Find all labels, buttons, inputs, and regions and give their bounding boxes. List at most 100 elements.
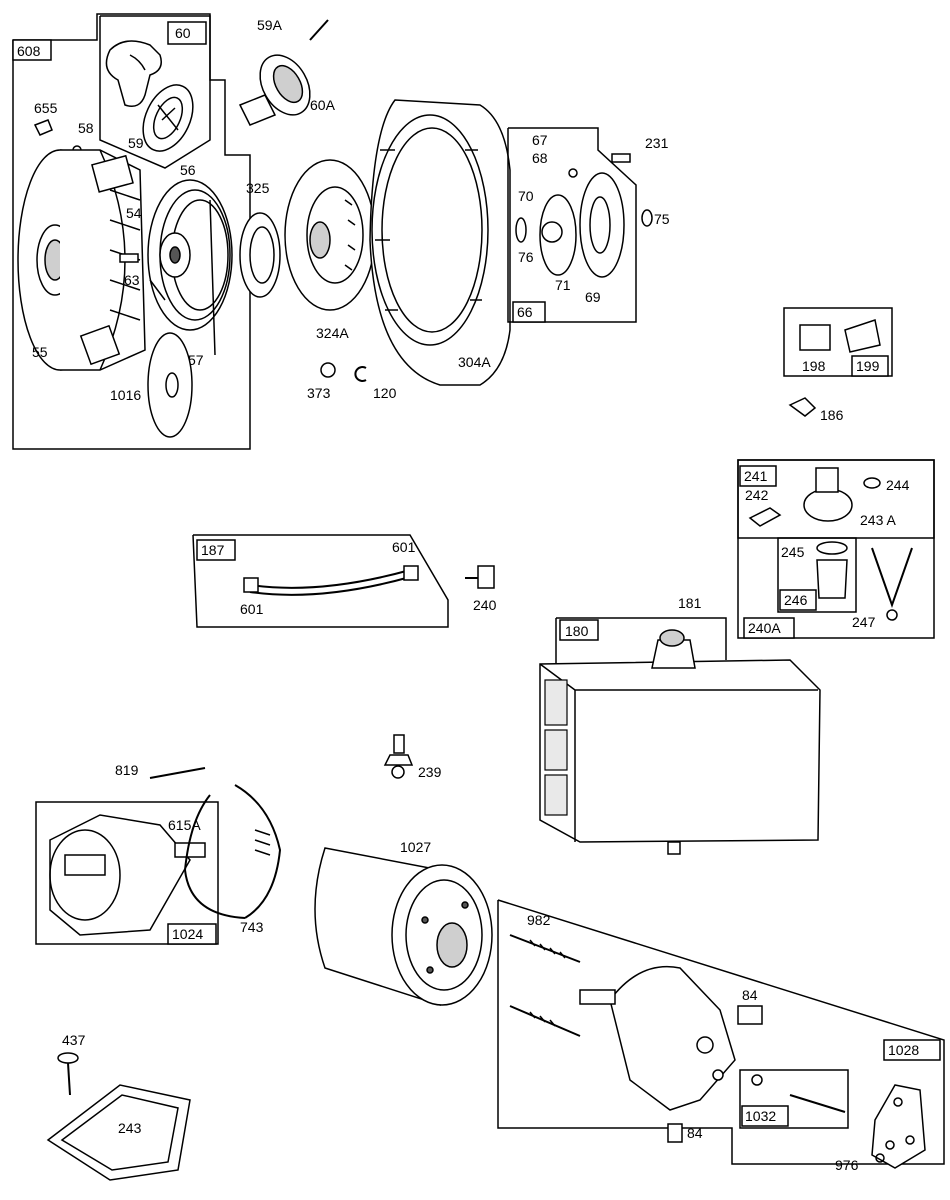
- label-76: 76: [518, 249, 534, 265]
- label-245: 245: [781, 544, 805, 560]
- label-243a: 243 A: [860, 512, 896, 528]
- label-239: 239: [418, 764, 442, 780]
- part-1024: [49, 814, 206, 936]
- label-241: 241: [744, 468, 768, 484]
- part-1032-spring: [789, 1094, 846, 1113]
- label-75: 75: [654, 211, 670, 227]
- part-240: [465, 565, 495, 589]
- adapter-housing-part: [579, 965, 736, 1111]
- gasket-976-part: [871, 1084, 926, 1169]
- fuel-tank-part: [539, 659, 821, 855]
- assembly-1028: 982 84 84 1028 1032: [497, 899, 945, 1173]
- label-244: 244: [886, 477, 910, 493]
- label-743: 743: [240, 919, 264, 935]
- label-242: 242: [745, 487, 769, 503]
- bolt-982-a-part: [509, 934, 581, 963]
- part-437: [57, 1052, 79, 1096]
- label-1032: 1032: [745, 1108, 776, 1124]
- label-199: 199: [856, 358, 880, 374]
- clamp-601-a-part: [243, 577, 259, 593]
- starter-handle-part: [105, 40, 162, 107]
- assembly-608: 608 60 59 655 58 55: [12, 13, 251, 450]
- part-245: [816, 541, 848, 599]
- part-1032-ball: [751, 1074, 763, 1086]
- label-59a: 59A: [257, 17, 283, 33]
- starter-housing-part: [17, 149, 146, 371]
- label-655: 655: [34, 100, 58, 116]
- label-819: 819: [115, 762, 139, 778]
- label-60: 60: [175, 25, 191, 41]
- assembly-240a: 241 242 243 A 244 245 246 240A 247: [737, 459, 935, 639]
- washer-1016-part: [147, 332, 193, 438]
- label-1028: 1028: [888, 1042, 919, 1058]
- assembly-66: 66 67 68 70 76 71 69: [507, 127, 637, 323]
- part-247: [871, 547, 913, 609]
- handle-60a-part: [238, 54, 311, 126]
- label-324a: 324A: [316, 325, 349, 341]
- label-186: 186: [820, 407, 844, 423]
- label-240: 240: [473, 597, 497, 613]
- label-1024: 1024: [172, 926, 203, 942]
- label-1027: 1027: [400, 839, 431, 855]
- label-187: 187: [201, 542, 225, 558]
- pin-59a-part: [309, 19, 329, 41]
- label-63: 63: [124, 272, 140, 288]
- label-69: 69: [585, 289, 601, 305]
- blower-housing-304a-part: [369, 99, 511, 386]
- label-67: 67: [532, 132, 548, 148]
- label-70: 70: [518, 188, 534, 204]
- label-304a: 304A: [458, 354, 491, 370]
- label-66: 66: [517, 304, 533, 320]
- part-69: [579, 172, 625, 278]
- part-186: [788, 397, 817, 417]
- part-242: [748, 507, 782, 527]
- label-56: 56: [180, 162, 196, 178]
- part-120: [354, 366, 367, 382]
- fuel-cap-181-part: [651, 629, 696, 669]
- part-819: [149, 767, 206, 779]
- part-71: [539, 194, 577, 276]
- oil-filter-1027-part: [314, 847, 493, 1007]
- label-601-top: 601: [392, 539, 416, 555]
- part-84-lower: [667, 1123, 683, 1143]
- part-70: [515, 217, 527, 243]
- spring-325-part: [239, 212, 281, 298]
- handle-insert-part: [142, 84, 194, 152]
- bolt-982-b-part: [509, 1005, 581, 1037]
- label-180: 180: [565, 623, 589, 639]
- label-84-upper: 84: [742, 987, 758, 1003]
- part-743: [183, 784, 282, 919]
- label-231: 231: [645, 135, 669, 151]
- label-1016: 1016: [110, 387, 141, 403]
- pulley-part: [147, 179, 233, 356]
- label-60a: 60A: [310, 97, 336, 113]
- label-71: 71: [555, 277, 571, 293]
- label-54: 54: [126, 205, 142, 221]
- assembly-180: 180 181: [539, 595, 821, 855]
- fuel-line-part: [249, 569, 411, 589]
- label-59: 59: [128, 135, 144, 151]
- part-239: [383, 734, 414, 779]
- part-54: [119, 253, 139, 263]
- label-84-lower: 84: [687, 1125, 703, 1141]
- part-373: [320, 362, 336, 378]
- label-120: 120: [373, 385, 397, 401]
- label-55: 55: [32, 344, 48, 360]
- part-198: [799, 324, 831, 351]
- part-243a: [803, 467, 853, 522]
- label-57: 57: [188, 352, 204, 368]
- label-246: 246: [784, 592, 808, 608]
- part-231: [611, 153, 631, 163]
- part-84-upper: [737, 1005, 763, 1025]
- part-63: [149, 279, 166, 301]
- label-240a: 240A: [748, 620, 781, 636]
- clamp-601-b-part: [403, 565, 419, 581]
- label-982: 982: [527, 912, 551, 928]
- label-198: 198: [802, 358, 826, 374]
- label-58: 58: [78, 120, 94, 136]
- part-75: [641, 209, 653, 227]
- part-244: [863, 477, 881, 489]
- clip-655-part: [33, 119, 53, 136]
- part-68: [568, 168, 578, 178]
